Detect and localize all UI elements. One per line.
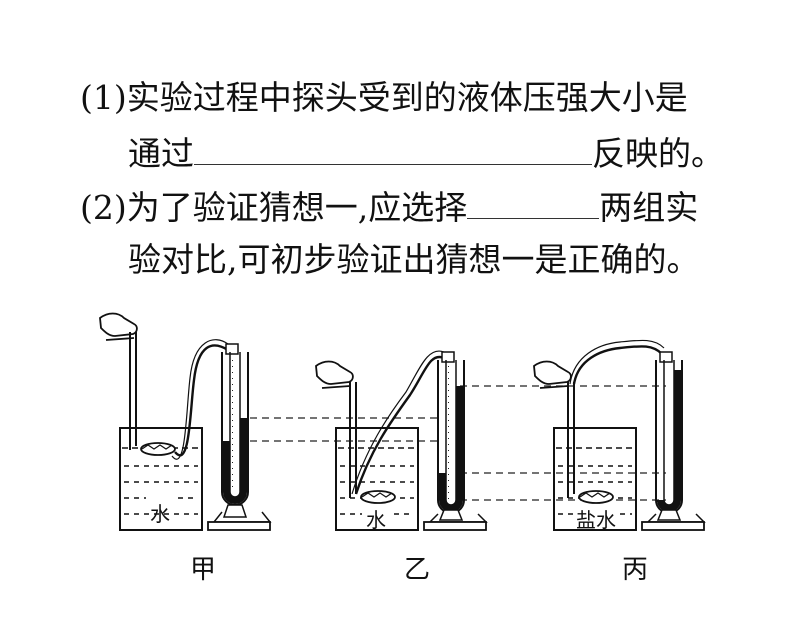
probe [578, 490, 614, 504]
rubber-tube [572, 345, 663, 385]
answer-blank-1[interactable] [194, 134, 592, 165]
answer-blank-2[interactable] [467, 188, 600, 219]
hand [533, 360, 572, 389]
rubber-tube [174, 344, 229, 457]
question-2-text: 验对比,可初步验证出猜想一是正确的。 [128, 240, 700, 279]
hand [315, 360, 354, 389]
question-1-line-2: 通过 反映的。 [128, 134, 724, 174]
rubber-tube [354, 355, 445, 495]
probe [360, 490, 396, 504]
manometer-base [438, 509, 464, 521]
setup-bing: 盐水 丙 [533, 339, 706, 585]
hand [99, 312, 138, 341]
manometer-base [222, 504, 248, 518]
beaker [335, 427, 419, 531]
question-2-prefix: (2)为了验证猜想一,应选择 [80, 188, 468, 227]
question-1-text: (1)实验过程中探头受到的液体压强大小是 [80, 78, 688, 117]
setup-jia: 水 甲 [99, 312, 272, 585]
question-1-suffix: 反映的。 [592, 134, 724, 173]
beaker [553, 427, 637, 531]
manometer-base [656, 509, 682, 521]
question-2-line-2: 验对比,可初步验证出猜想一是正确的。 [128, 240, 700, 280]
probe [140, 442, 176, 456]
caption-jia: 甲 [190, 555, 216, 585]
water-surface [122, 447, 200, 515]
liquid-label: 盐水 [576, 508, 616, 532]
liquid-label: 水 [366, 508, 386, 532]
caption-yi: 乙 [404, 555, 430, 585]
liquid-label: 水 [150, 502, 170, 526]
question-1-prefix: 通过 [128, 134, 194, 173]
setup-yi: 水 乙 [315, 350, 488, 585]
question-2-suffix: 两组实 [599, 188, 699, 227]
caption-bing: 丙 [622, 555, 648, 585]
question-2-line-1: (2)为了验证猜想一,应选择 两组实 [80, 188, 698, 228]
beaker [119, 427, 203, 531]
question-1-line-1: (1)实验过程中探头受到的液体压强大小是 [80, 78, 688, 118]
